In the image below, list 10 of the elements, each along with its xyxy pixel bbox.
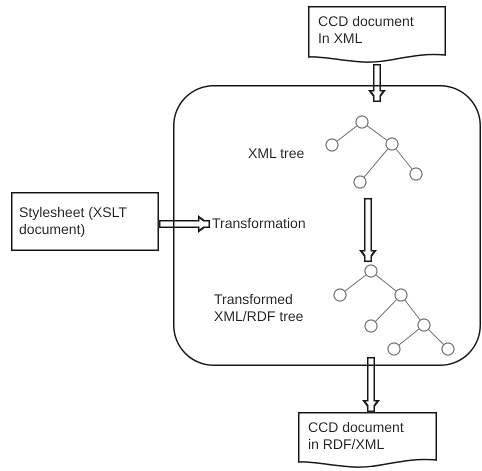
process-container — [173, 85, 481, 366]
node-text: CCD document In XML — [318, 13, 415, 47]
document-shape — [308, 6, 446, 64]
document-shape — [298, 412, 437, 469]
step-label: Transformation — [212, 215, 307, 232]
node-text: Stylesheet (XSLT document) — [19, 204, 128, 238]
tree-caption: Transformed XML/RDF tree — [214, 291, 304, 325]
tree-caption: XML tree — [248, 145, 306, 162]
node-text: CCD document in RDF/XML — [308, 419, 405, 453]
document-box — [11, 192, 159, 251]
